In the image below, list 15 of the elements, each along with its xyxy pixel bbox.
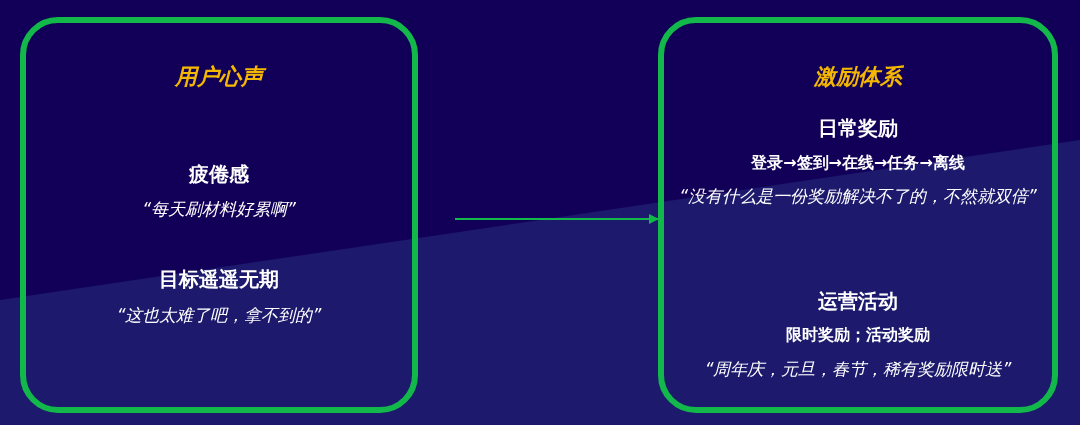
arrow [454, 214, 659, 224]
content-box [20, 17, 418, 413]
quote: “没有什么是一份奖励解决不了的，不然就双倍” [678, 185, 1038, 208]
flow-text: 登录→签到→在线→任务→离线 [750, 152, 966, 174]
quote: “这也太难了吧，拿不到的” [115, 304, 323, 327]
quote: “每天刷材料好累啊” [141, 198, 297, 221]
flow-text: 限时奖励；活动奖励 [785, 324, 931, 346]
content-box [658, 17, 1058, 413]
box-title: 用户心声 [36, 61, 402, 93]
heading: 目标遥遥无期 [158, 266, 280, 293]
box-title: 激励体系 [813, 63, 905, 91]
quote: “周年庆，元旦，春节，稀有奖励限时送” [703, 358, 1013, 381]
heading: 疲倦感 [188, 161, 250, 188]
heading: 日常奖励 [817, 115, 899, 142]
heading: 运营活动 [817, 288, 899, 315]
